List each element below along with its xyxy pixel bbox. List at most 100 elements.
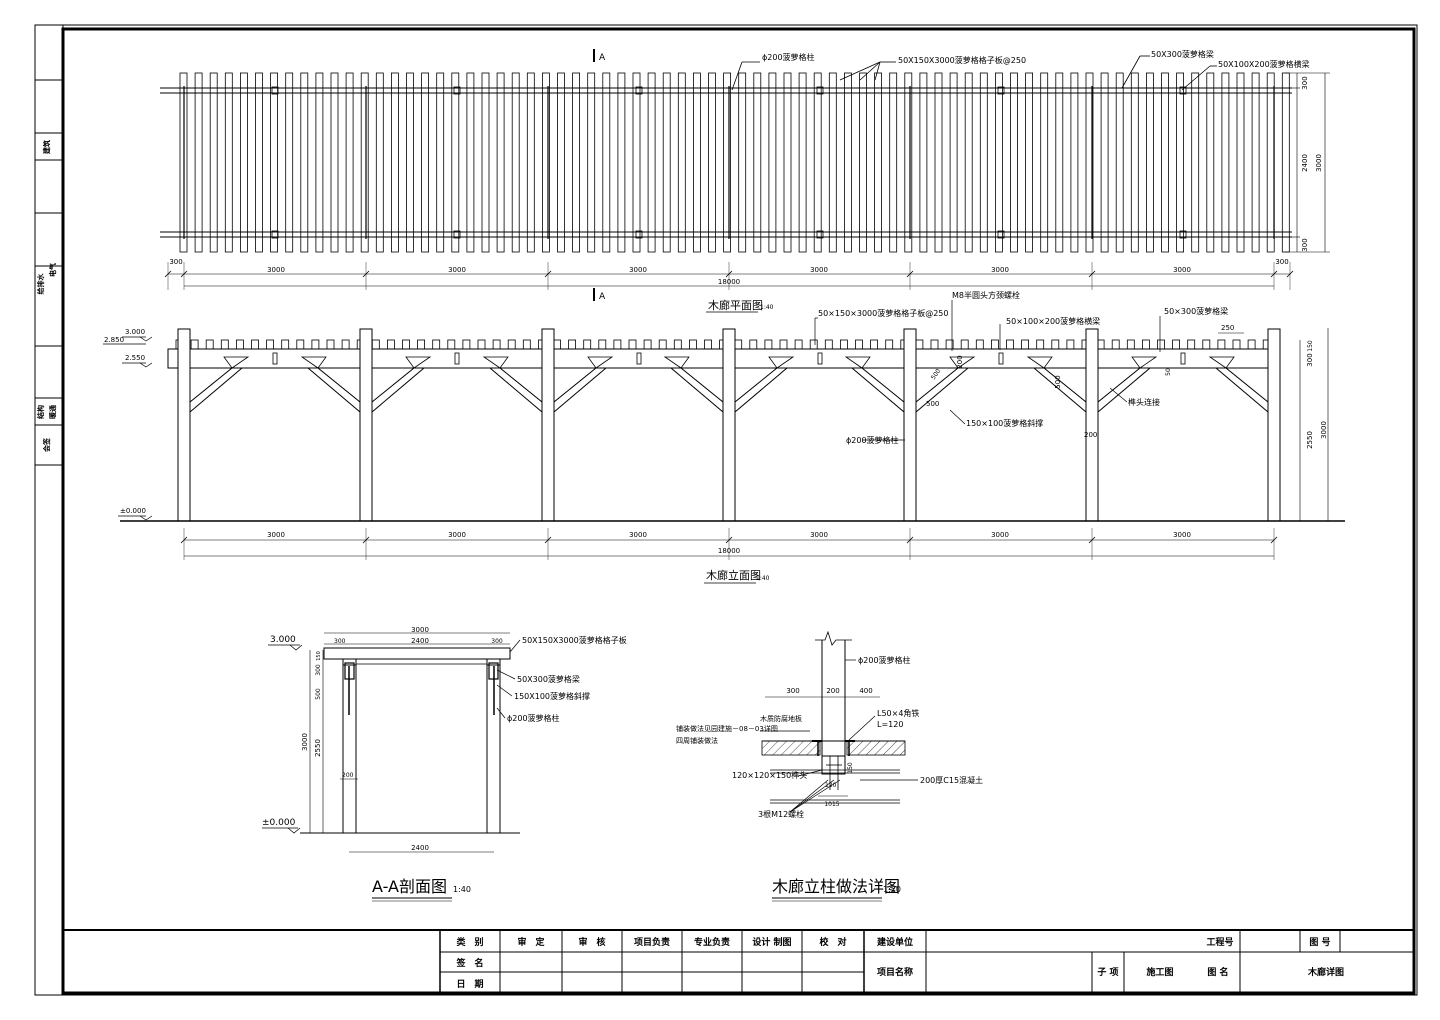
elevation-brace (851, 367, 905, 413)
plan-slat (1100, 72, 1109, 253)
plan-slat (587, 72, 596, 253)
elevation-slat-end (1172, 339, 1180, 350)
plan-slat (1010, 72, 1018, 253)
elevation-column (903, 328, 917, 522)
elevation-joist (272, 352, 278, 365)
section-label-column: ϕ200菠萝格柱 (507, 713, 560, 723)
elevation-scale: 1:40 (756, 575, 770, 582)
elevation-slat-end (975, 339, 984, 350)
plan-joist (1179, 86, 1187, 95)
elev-label-beam: 50×300菠萝格梁 (1164, 306, 1228, 316)
plan-dim-overhang-right: 300 (1275, 258, 1288, 266)
elevation-levels (103, 336, 153, 521)
plan-slat (904, 72, 913, 253)
elevation-column (1267, 328, 1281, 522)
plan-dimension-line (164, 262, 1294, 290)
elevation-brace (1215, 367, 1269, 413)
plan-slats (179, 72, 1290, 253)
section-dim-right: 300 (491, 638, 503, 645)
elevation-slat-end (281, 339, 290, 350)
elevation-slat-end (991, 339, 999, 350)
elev-dim-bay-1: 3000 (267, 531, 285, 539)
plan-title: 木廊平面图 (708, 298, 763, 312)
plan-slat (406, 72, 414, 253)
elevation-brace (499, 367, 543, 403)
section-slat (323, 647, 511, 660)
plan-joist (997, 230, 1005, 239)
plan-dim-total: 18000 (718, 278, 740, 286)
plan-slat (526, 72, 535, 253)
elevation-columns (177, 328, 1281, 522)
plan-slat (949, 72, 958, 253)
plan-dim-bay-4: 3000 (810, 266, 828, 274)
plan-label-joist: 50X100X200菠萝格横梁 (1218, 59, 1310, 69)
plan-slat (390, 72, 399, 253)
elevation-brace-joint (1026, 356, 1053, 369)
section-label-slat: 50X150X3000菠萝格格子板 (522, 635, 627, 645)
plan-slat (300, 72, 309, 253)
detail-paving-left (761, 740, 821, 756)
plan-slat (1176, 72, 1184, 253)
elevation-slat-end (311, 339, 320, 350)
plan-dim-bay-5: 3000 (991, 266, 1009, 274)
tb-review: 审 核 (578, 936, 605, 948)
elev-level-2550: 2.550 (125, 354, 145, 362)
plan-slat (542, 72, 550, 253)
elev-level-3000: 3.000 (125, 328, 145, 336)
section-level-3000: 3.000 (270, 635, 296, 645)
elevation-brace (317, 367, 361, 403)
outer-border (34, 24, 1418, 996)
section-dim-bottom: 2400 (411, 844, 429, 852)
elevation-slat-end (371, 339, 380, 350)
plan-slat (1251, 72, 1260, 253)
section-dim-left: 300 (334, 638, 346, 645)
elevation-brace (489, 367, 543, 413)
section-title: A-A剖面图 (372, 877, 447, 896)
section-label-brace: 150X100菠萝格斜撑 (514, 691, 590, 701)
elevation-slat-end (205, 339, 214, 350)
tb-drawing-name-label: 图 名 (1207, 966, 1228, 978)
elevation-slat-end (673, 339, 682, 350)
elev-dim-bay-4: 3000 (810, 531, 828, 539)
stamp-drainage: 给排水 (36, 273, 45, 295)
plan-slat (239, 72, 248, 253)
plan-slat (436, 72, 445, 253)
plan-slat (708, 72, 716, 253)
section-dim-2550: 2550 (314, 739, 322, 757)
stamp-electrical: 电气 (48, 263, 57, 277)
inner-border (61, 27, 1416, 995)
plan-joists (183, 86, 1275, 239)
plan-joist (453, 86, 461, 95)
elevation-view: 3.000 2.850 2.550 ±0.000 50×150×3000菠萝格格… (103, 290, 1345, 584)
tb-category: 类 别 (456, 936, 483, 948)
elevation-brace (680, 367, 724, 403)
detail-paving-right (846, 740, 906, 756)
plan-slat (1266, 72, 1275, 253)
elevation-slat-end (855, 339, 863, 350)
plan-slat (934, 72, 943, 253)
elevation-slat-end (492, 339, 501, 350)
tb-drawing-name: 木廊详图 (1307, 966, 1344, 978)
section-dim-3000: 3000 (301, 733, 309, 751)
detail-dim-150: 150 (847, 762, 854, 774)
detail-dim-400: 400 (859, 687, 872, 695)
elevation-slat-end (1187, 339, 1196, 350)
elevation-joist (454, 352, 460, 365)
tb-project-lead: 项目负责 (634, 936, 670, 948)
elevation-slat-end (1051, 339, 1060, 350)
elevation-slat-end (1157, 339, 1165, 350)
elevation-brace (1097, 367, 1151, 413)
section-label-beam: 50X300菠萝格梁 (517, 674, 580, 684)
elevation-slat-end (915, 339, 924, 350)
elev-dim-300: 300 (1306, 353, 1314, 366)
plan-slat (723, 72, 731, 253)
section-dim-150: 150 (316, 651, 322, 661)
elevation-slat-end (1066, 339, 1075, 350)
detail-label-concrete: 200厚C15混凝土 (920, 775, 983, 785)
plan-dim-overhang-left: 300 (169, 258, 182, 266)
elevation-column (541, 328, 555, 522)
section-mark-bottom: A (599, 292, 606, 302)
plan-slat (813, 72, 822, 253)
plan-slat (1085, 72, 1094, 253)
section-dim-500: 500 (315, 688, 322, 700)
